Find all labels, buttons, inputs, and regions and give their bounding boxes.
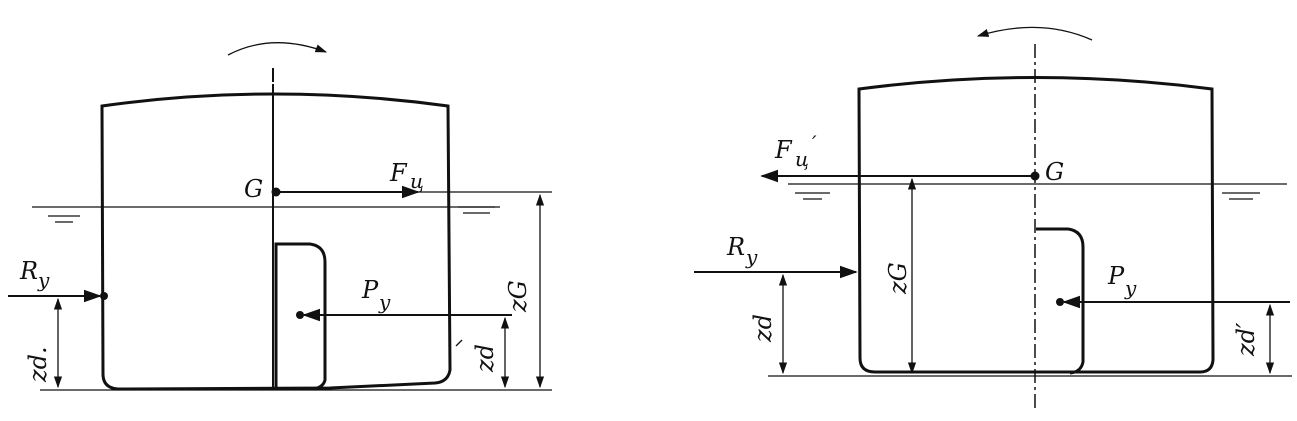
right-zd-prime-label: zd′: [1232, 322, 1260, 357]
right-p-point: [1056, 298, 1064, 306]
right-g-label: G: [1045, 158, 1064, 186]
right-f-prime: ′: [812, 131, 817, 155]
right-zd-label: zd: [749, 314, 777, 343]
right-p-label: P: [1107, 262, 1125, 290]
left-r-sub: y: [37, 268, 50, 292]
right-zg-label: zG: [884, 262, 912, 295]
left-r-point: [100, 292, 108, 300]
right-r-label: R: [726, 233, 745, 261]
right-hull-outline: [857, 76, 1215, 374]
right-figure: G F ц ′ R y P y zG zd zd′: [694, 26, 1292, 412]
right-g-point: [1030, 171, 1040, 181]
left-rotation-arrow: [227, 42, 328, 56]
left-p-point: [296, 311, 304, 319]
left-p-sub: y: [378, 290, 391, 314]
right-f-label: F: [774, 136, 793, 164]
left-zg-label: zG: [504, 280, 532, 313]
left-g-point: [271, 187, 281, 197]
left-zd2-label: zd.: [24, 346, 52, 383]
right-f-sub: ц: [795, 147, 809, 171]
left-p-label: P: [361, 276, 379, 304]
left-f-label: F: [389, 159, 408, 187]
left-water-symbol: [48, 206, 495, 223]
right-rudder-outline: [1036, 227, 1085, 375]
left-g-label: G: [244, 175, 263, 203]
right-r-sub: y: [745, 245, 758, 269]
left-rudder-outline: [274, 242, 327, 391]
right-rotation-arrow: [976, 26, 1093, 41]
left-r-label: R: [19, 257, 38, 285]
left-figure: G F ц R y P y zG zd zd.: [8, 42, 552, 391]
right-p-sub: y: [1124, 276, 1137, 300]
left-zd-pointer: [455, 339, 463, 347]
left-hull-outline: [100, 92, 452, 391]
right-water-symbol: [795, 192, 1260, 200]
left-zd-label: zd: [471, 344, 499, 373]
left-f-sub: ц: [410, 169, 424, 193]
